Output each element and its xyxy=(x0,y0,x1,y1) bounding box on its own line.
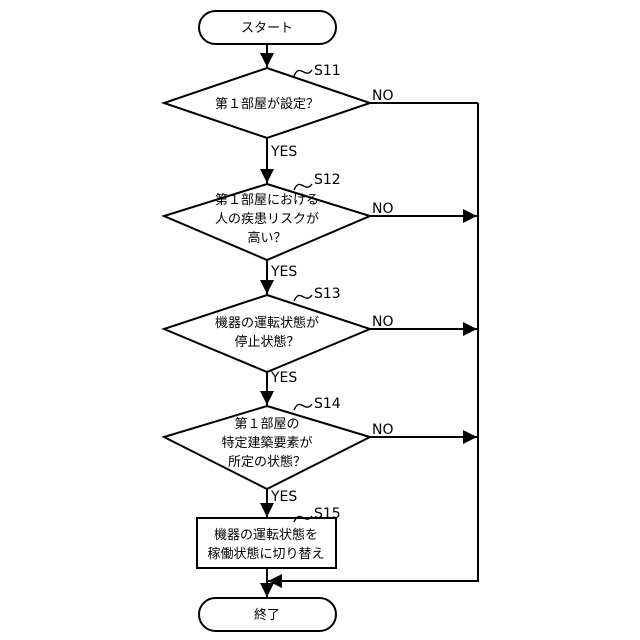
decision-s14-line-3: 所定の状態？ xyxy=(228,454,306,470)
decision-s12-line-2: 人の疾患リスクが xyxy=(215,212,319,227)
yes-label-s12: YES xyxy=(270,264,297,280)
end-label: 終了 xyxy=(254,607,280,623)
process-s15-line-1: 機器の運転状態を xyxy=(214,527,318,543)
step-leader-s14 xyxy=(294,404,312,410)
decision-s13-line-2: 停止状態？ xyxy=(234,334,299,350)
step-label-s14: S14 xyxy=(314,396,341,412)
decision-s13 xyxy=(164,295,370,372)
decision-s11-line-1: 第１部屋が設定？ xyxy=(215,96,319,112)
step-leader-s11 xyxy=(294,70,312,76)
step-label-s11: S11 xyxy=(314,63,341,79)
step-leader-s12 xyxy=(294,184,312,190)
decision-s14-line-1: 第１部屋の xyxy=(234,417,299,432)
step-label-s15: S15 xyxy=(314,506,341,522)
step-leader-s13 xyxy=(294,295,312,301)
no-label-s13: NO xyxy=(372,314,394,330)
yes-label-s13: YES xyxy=(270,370,297,386)
decision-s14-line-2: 特定建築要素が xyxy=(221,436,312,451)
start-label: スタート xyxy=(241,21,293,36)
decision-s12-line-1: 第１部屋における xyxy=(215,193,319,208)
yes-label-s14: YES xyxy=(270,489,297,505)
process-s15-line-2: 稼働状態に切り替え xyxy=(207,546,324,562)
decision-s13-line-1: 機器の運転状態が xyxy=(215,315,319,331)
no-label-s11: NO xyxy=(372,88,394,104)
no-label-s14: NO xyxy=(372,422,394,438)
decision-s12-line-3: 高い？ xyxy=(247,230,286,246)
no-label-s12: NO xyxy=(372,201,394,217)
yes-label-s11: YES xyxy=(270,144,297,160)
step-label-s12: S12 xyxy=(314,172,341,188)
step-label-s13: S13 xyxy=(314,286,341,302)
